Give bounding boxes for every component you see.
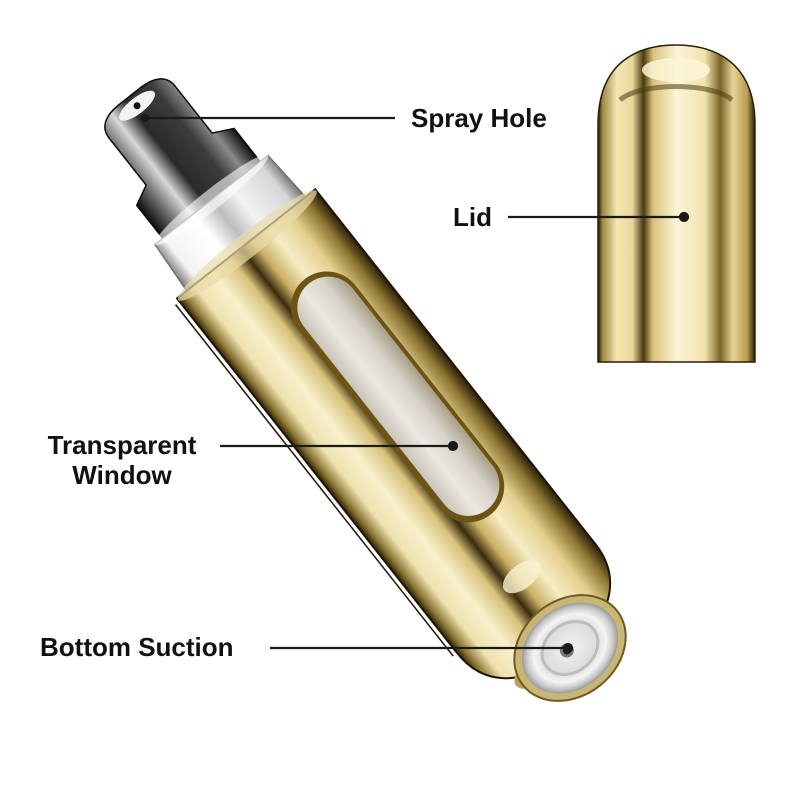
gold-body	[175, 187, 612, 680]
label-transparent-window-line2: Window	[72, 460, 172, 490]
label-transparent-window: Transparent Window	[38, 430, 206, 490]
label-bottom-suction: Bottom Suction	[40, 632, 234, 662]
transparent-window	[290, 271, 505, 523]
label-spray-hole: Spray Hole	[411, 103, 547, 133]
lid	[597, 44, 756, 363]
atomizer-bottle	[104, 78, 615, 689]
leader-lines	[140, 113, 690, 654]
label-transparent-window-line1: Transparent	[47, 430, 197, 460]
label-lid: Lid	[453, 202, 492, 232]
